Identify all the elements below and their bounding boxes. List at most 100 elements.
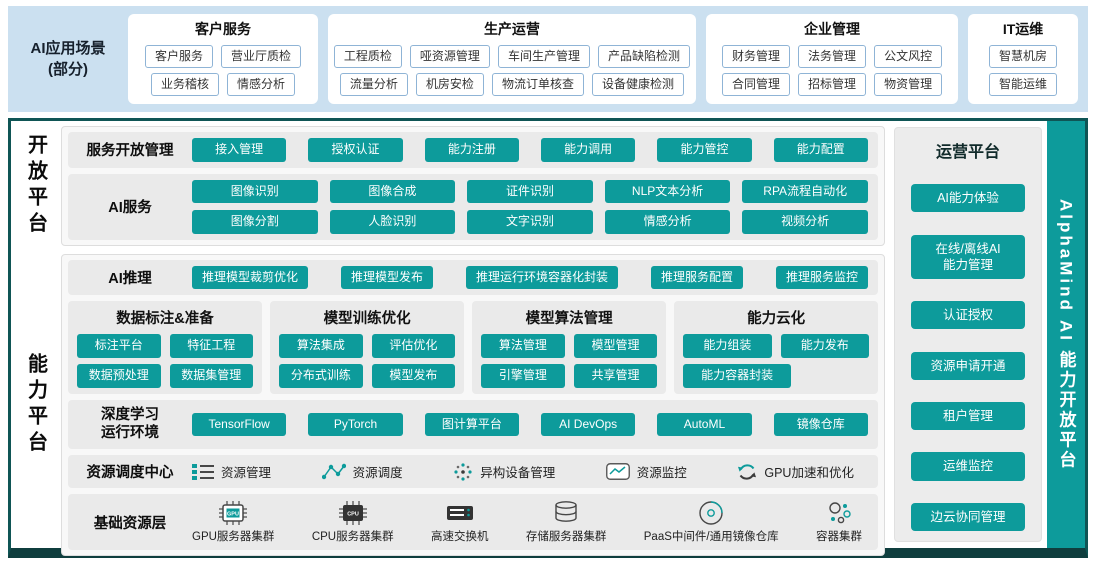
- scenario-chip[interactable]: 营业厅质检: [220, 44, 301, 68]
- scheduling-item-label: 异构设备管理: [480, 466, 556, 481]
- scenario-chip[interactable]: 业务稽核: [150, 73, 219, 96]
- capability-button[interactable]: 推理服务配置: [650, 265, 743, 290]
- scenario-chip[interactable]: 机房安检: [415, 73, 484, 96]
- scheduling-item-label: 资源管理: [221, 466, 272, 481]
- base-resource-layer-row: 基础资源层: [68, 494, 878, 551]
- scenario-chip[interactable]: 招标管理: [798, 73, 867, 96]
- capability-button[interactable]: 能力发布: [780, 334, 869, 358]
- scenario-chip[interactable]: 设备健康检测: [591, 73, 684, 96]
- scenario-chip[interactable]: 智慧机房: [989, 44, 1058, 68]
- capability-cloudification-group: 能力云化 能力组装 能力发布 能力容器封装: [674, 301, 878, 394]
- open-platform-side-label: 开放平台: [24, 133, 47, 238]
- capability-button[interactable]: 情感分析: [604, 210, 731, 234]
- scenario-chip[interactable]: 流量分析: [339, 73, 408, 96]
- group-title: IT运维: [1002, 21, 1044, 37]
- resource-management-icon: [192, 463, 214, 481]
- capability-button[interactable]: PyTorch: [308, 412, 403, 437]
- ops-button[interactable]: 在线/离线AI 能力管理: [911, 234, 1025, 280]
- base-resource-item: PaaS中间件/通用镜像仓库: [644, 500, 779, 544]
- capability-button[interactable]: 数据预处理: [77, 363, 161, 388]
- capability-button[interactable]: AI DevOps: [540, 412, 636, 437]
- capability-button[interactable]: 算法管理: [481, 334, 565, 358]
- scenario-chip[interactable]: 物资管理: [874, 73, 943, 96]
- ops-button[interactable]: 认证授权: [911, 301, 1025, 330]
- capability-button[interactable]: 能力调用: [540, 138, 636, 162]
- capability-button[interactable]: 特征工程: [169, 334, 254, 358]
- group-title: 生产运营: [483, 21, 540, 37]
- ops-button[interactable]: AI能力体验: [911, 184, 1025, 213]
- capability-button[interactable]: 能力容器封装: [683, 363, 791, 388]
- brand-title: AlphaMind AI 能力开放平台: [1056, 198, 1076, 471]
- scenario-chip[interactable]: 合同管理: [722, 73, 791, 96]
- capability-button[interactable]: 共享管理: [573, 363, 658, 388]
- scenario-chip[interactable]: 车间生产管理: [497, 44, 590, 68]
- capability-button[interactable]: 图计算平台: [424, 412, 519, 437]
- ops-button[interactable]: 边云协同管理: [911, 502, 1025, 531]
- resource-monitor-icon: [605, 463, 630, 481]
- capability-button[interactable]: 推理模型发布: [340, 265, 433, 290]
- paas-middleware-icon: [697, 500, 725, 526]
- capability-button[interactable]: 图像分割: [192, 210, 318, 234]
- capability-button[interactable]: 评估优化: [371, 334, 456, 358]
- base-resource-item: GPU GPU服务器集群: [192, 500, 274, 544]
- capability-button[interactable]: 证件识别: [467, 179, 593, 204]
- row-title: 服务开放管理: [86, 143, 174, 160]
- scenario-chip[interactable]: 财务管理: [722, 44, 791, 68]
- scenario-chip[interactable]: 公文风控: [874, 44, 943, 68]
- capability-button[interactable]: 视频分析: [742, 210, 868, 234]
- ops-button[interactable]: 运维监控: [911, 452, 1025, 481]
- capability-platform-side-label: 能力平台: [24, 353, 47, 458]
- capability-button[interactable]: 镜像仓库: [773, 412, 868, 437]
- capability-button[interactable]: NLP文本分析: [604, 179, 731, 204]
- scenario-group-production-operations: 生产运营 工程质检 哑资源管理 车间生产管理 产品缺陷检测 流量分析 机房安检 …: [327, 14, 696, 104]
- scenario-chip[interactable]: 产品缺陷检测: [597, 44, 690, 68]
- scenario-chip[interactable]: 客户服务: [144, 44, 213, 68]
- capability-button[interactable]: RPA流程自动化: [742, 179, 868, 204]
- scenario-chip[interactable]: 哑资源管理: [409, 44, 490, 68]
- capability-platform-section: 能力平台 AI推理 推理模型裁剪优化 推理模型发布 推理运行环境容器化封装 推理…: [13, 253, 885, 557]
- scenario-chip[interactable]: 情感分析: [226, 73, 295, 96]
- scenario-chip[interactable]: 物流订单核查: [491, 73, 584, 96]
- row-title: 资源调度中心: [86, 465, 174, 482]
- capability-button[interactable]: AutoML: [657, 412, 752, 437]
- scenario-chip[interactable]: 法务管理: [798, 44, 867, 68]
- ops-button[interactable]: 租户管理: [911, 401, 1025, 431]
- capability-button[interactable]: 文字识别: [467, 210, 593, 234]
- capability-button[interactable]: 算法集成: [279, 334, 363, 358]
- ai-inference-row: AI推理 推理模型裁剪优化 推理模型发布 推理运行环境容器化封装 推理服务配置 …: [68, 259, 878, 296]
- base-item-label: 高速交换机: [430, 531, 489, 544]
- scenario-chip[interactable]: 工程质检: [333, 44, 402, 68]
- scenario-chip[interactable]: 智能运维: [989, 73, 1058, 96]
- capability-button[interactable]: TensorFlow: [192, 412, 287, 437]
- scheduling-item: GPU加速和优化: [737, 462, 854, 482]
- capability-button[interactable]: 人脸识别: [329, 210, 456, 234]
- capability-button[interactable]: 能力配置: [773, 138, 868, 162]
- capability-button[interactable]: 能力注册: [424, 138, 519, 162]
- capability-button[interactable]: 能力组装: [683, 334, 772, 358]
- capability-button[interactable]: 推理服务监控: [775, 265, 868, 290]
- capability-button[interactable]: 标注平台: [77, 334, 161, 358]
- svg-text:CPU: CPU: [347, 512, 359, 518]
- capability-button[interactable]: 图像合成: [329, 179, 456, 204]
- capability-button[interactable]: 推理模型裁剪优化: [192, 265, 309, 290]
- cpu-cluster-icon: CPU: [338, 500, 368, 526]
- scheduling-item-label: GPU加速和优化: [764, 466, 854, 481]
- capability-button[interactable]: 模型管理: [573, 334, 658, 358]
- row-title: AI推理: [108, 271, 152, 288]
- capability-button[interactable]: 模型发布: [371, 363, 456, 388]
- capability-button[interactable]: 接入管理: [192, 138, 287, 162]
- capability-button[interactable]: 图像识别: [192, 179, 318, 204]
- gpu-cluster-icon: GPU: [218, 500, 248, 526]
- scheduling-item: 资源管理: [192, 462, 271, 481]
- row-title: 深度学习 运行环境: [101, 406, 159, 442]
- capability-button[interactable]: 推理运行环境容器化封装: [465, 265, 618, 290]
- resource-scheduling-icon: [321, 463, 346, 481]
- capability-button[interactable]: 引擎管理: [481, 363, 565, 388]
- base-resource-item: 存储服务器集群: [526, 500, 606, 544]
- ops-button[interactable]: 资源申请开通: [911, 351, 1025, 380]
- capability-button[interactable]: 分布式训练: [279, 363, 363, 388]
- capability-button[interactable]: 数据集管理: [169, 363, 254, 388]
- scheduling-item-label: 资源监控: [636, 466, 687, 481]
- capability-button[interactable]: 能力管控: [657, 138, 752, 162]
- capability-button[interactable]: 授权认证: [308, 138, 403, 162]
